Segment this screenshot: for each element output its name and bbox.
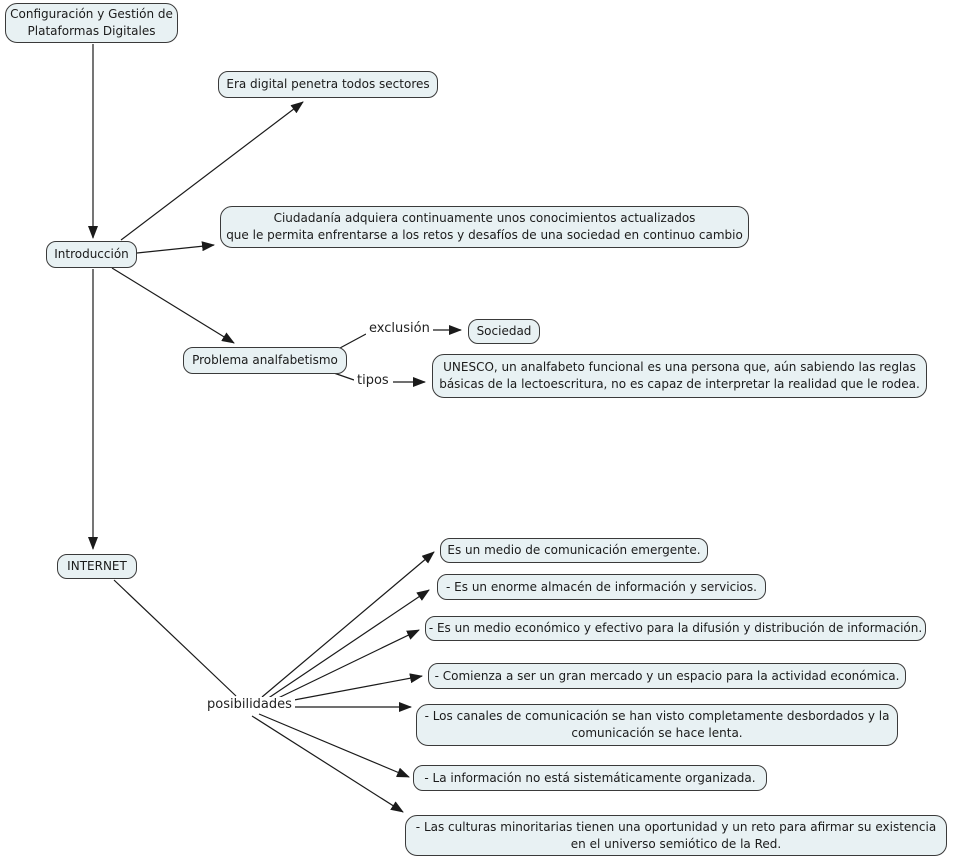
node-posibilidad-medio-economico[interactable]: - Es un medio económico y efectivo para … — [425, 616, 926, 641]
node-posibilidad-culturas-minoritarias[interactable]: - Las culturas minoritarias tienen una o… — [405, 815, 947, 856]
node-introduccion[interactable]: Introducción — [46, 241, 137, 268]
edge-posibilidades-4 — [277, 673, 423, 704]
node-posibilidad-canales-desbordados[interactable]: - Los canales de comunicación se han vis… — [416, 704, 898, 746]
node-problema-analfabetismo[interactable]: Problema analfabetismo — [183, 347, 347, 374]
edge-introduccion-era — [120, 101, 304, 241]
node-ciudadania[interactable]: Ciudadanía adquiera continuamente unos c… — [220, 206, 749, 248]
link-label-tipos[interactable]: tipos — [354, 373, 392, 388]
node-posibilidad-gran-mercado[interactable]: - Comienza a ser un gran mercado y un es… — [428, 663, 906, 689]
node-era-digital[interactable]: Era digital penetra todos sectores — [218, 71, 438, 98]
edge-introduccion-ciudadania — [136, 241, 215, 254]
node-posibilidad-almacen-informacion[interactable]: - Es un enorme almacén de información y … — [437, 574, 766, 600]
edge-posibilidades-3 — [271, 629, 420, 702]
edge-introduccion-problema — [111, 267, 235, 344]
node-unesco[interactable]: UNESCO, un analfabeto funcional es una p… — [432, 354, 927, 398]
link-label-posibilidades[interactable]: posibilidades — [204, 697, 295, 712]
edge-problema-exclusion — [339, 333, 367, 349]
node-configuracion-gestion[interactable]: Configuración y Gestión de Plataformas D… — [5, 3, 178, 43]
edge-internet-posibilidades — [113, 579, 237, 697]
link-label-exclusion[interactable]: exclusión — [366, 321, 433, 336]
node-posibilidad-informacion-no-organizada[interactable]: - La información no está sistemáticament… — [413, 765, 767, 791]
node-sociedad[interactable]: Sociedad — [468, 319, 540, 344]
edge-posibilidades-7 — [251, 715, 404, 813]
node-internet[interactable]: INTERNET — [57, 554, 137, 579]
edge-posibilidades-1 — [261, 551, 435, 698]
edge-posibilidades-2 — [266, 589, 430, 700]
node-posibilidad-medio-emergente[interactable]: Es un medio de comunicación emergente. — [440, 538, 708, 563]
edge-posibilidades-6 — [258, 713, 410, 778]
